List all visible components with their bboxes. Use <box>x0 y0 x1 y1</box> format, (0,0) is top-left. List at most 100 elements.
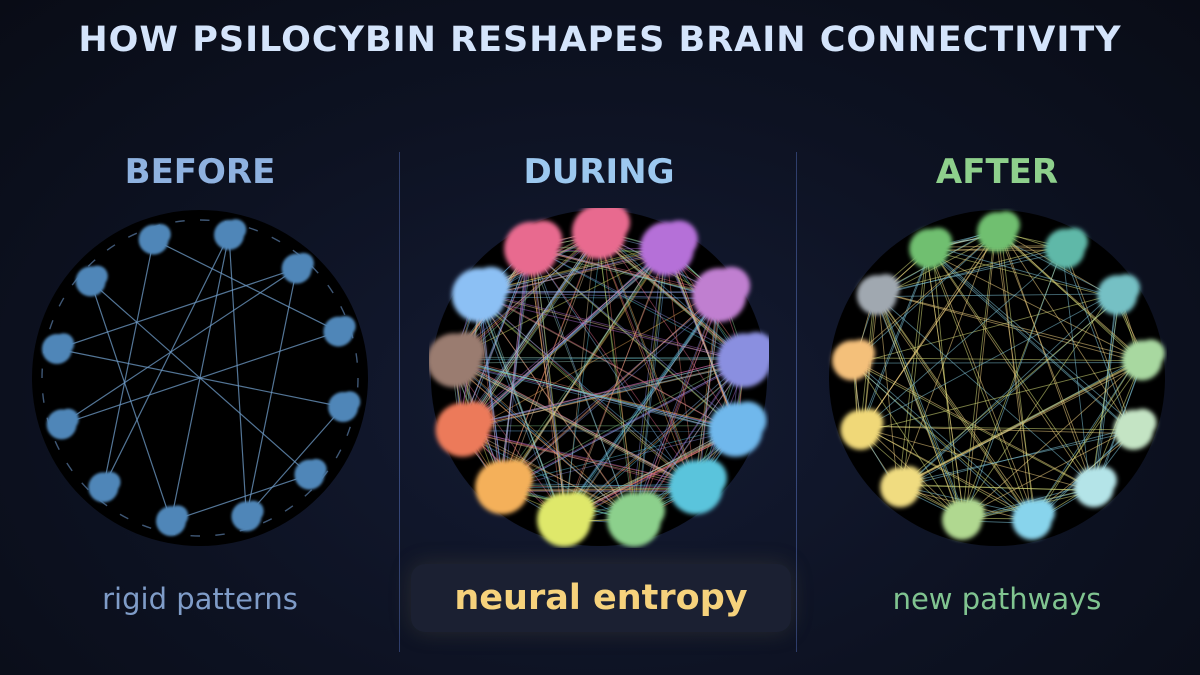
connection-line <box>855 361 1037 519</box>
connection-line <box>530 248 632 520</box>
connection-line <box>1061 248 1091 489</box>
connection-line <box>475 292 699 491</box>
connection-line <box>601 229 698 485</box>
connection-line <box>563 249 669 518</box>
rim-segment <box>127 232 138 238</box>
connection-line <box>461 363 744 430</box>
connection-line <box>534 250 569 524</box>
connection-line <box>504 244 665 489</box>
connection-line <box>459 250 534 431</box>
brain-region-node <box>668 458 727 515</box>
connection-line <box>902 245 930 489</box>
connection-line <box>564 298 718 521</box>
brain-region-node <box>880 466 924 508</box>
connection-line <box>503 246 664 492</box>
connection-line <box>475 297 561 520</box>
panel-divider-left <box>399 152 400 652</box>
connection-line <box>531 250 699 485</box>
connection-line <box>461 249 667 427</box>
connection-line <box>479 291 736 433</box>
connection-line <box>500 425 736 486</box>
connection-line <box>855 231 998 361</box>
connection-line <box>504 293 718 488</box>
rim-segment <box>248 227 259 232</box>
connection-line <box>599 229 698 489</box>
connection-line <box>560 296 722 518</box>
connection-line <box>450 362 634 521</box>
connection-line <box>861 247 933 429</box>
brain-region-node <box>75 265 108 297</box>
connection-line <box>531 249 693 490</box>
rim-segment <box>271 236 281 243</box>
connection-line <box>460 233 600 432</box>
brain-region-node <box>504 220 563 276</box>
connection-line <box>498 484 698 491</box>
rim-segment <box>262 518 273 524</box>
connection-line <box>465 291 716 434</box>
connection-line <box>461 430 696 487</box>
connection-line <box>504 363 744 490</box>
brain-region-node <box>1121 339 1165 381</box>
connection-line <box>878 293 967 519</box>
connection-line <box>531 247 746 358</box>
connection-line <box>462 428 698 485</box>
connection-line <box>503 248 668 487</box>
connection-line <box>462 251 664 432</box>
connection-line <box>863 425 1134 431</box>
connection-line <box>595 234 695 491</box>
rim-segment <box>66 462 73 472</box>
connection-line <box>454 356 747 359</box>
connection-line <box>464 233 599 432</box>
brain-region-node <box>832 339 876 381</box>
connection-line <box>852 361 1092 490</box>
brain-region-node <box>1044 227 1088 269</box>
connection-line <box>526 247 568 519</box>
connection-line <box>899 483 1096 492</box>
connection-line <box>450 360 566 517</box>
connection-line <box>499 252 531 486</box>
connection-line <box>466 247 665 433</box>
connection-line <box>859 426 1094 492</box>
rim-segment <box>42 393 45 403</box>
connection-line <box>451 361 694 487</box>
brain-region-node <box>41 333 75 364</box>
connection-line <box>668 245 737 429</box>
rim-segment <box>54 440 60 451</box>
network-after <box>829 210 1165 546</box>
network-before <box>32 210 368 546</box>
connection-line <box>462 246 668 432</box>
brain-region-node <box>281 252 314 284</box>
connection-line <box>901 361 1141 487</box>
rim-segment <box>175 220 185 223</box>
connection-line <box>875 292 1031 519</box>
rim-segment <box>304 489 313 497</box>
connection-line <box>457 359 739 434</box>
rim-segment <box>335 449 342 459</box>
connection-line <box>527 252 567 521</box>
brain-region-node <box>639 220 698 276</box>
connection-line <box>530 249 568 521</box>
connection-line <box>477 295 563 518</box>
connection-line <box>475 297 694 487</box>
connection-line <box>504 245 665 489</box>
panel-heading-after: AFTER <box>935 152 1059 192</box>
connection-line <box>477 298 563 517</box>
connection-line <box>927 244 1092 489</box>
connection-line <box>482 292 748 362</box>
brain-region-node <box>942 498 986 540</box>
connection-line <box>567 293 721 520</box>
brain-region-node <box>1011 498 1055 540</box>
connection-line <box>874 295 1032 521</box>
connection-line <box>482 247 669 299</box>
caption-during: neural entropy <box>411 564 791 632</box>
brain-region-node <box>572 208 631 259</box>
connection-line <box>499 232 598 491</box>
connection-line <box>665 251 696 487</box>
connection-line <box>859 361 1139 434</box>
connection-line <box>532 246 722 300</box>
connection-line <box>476 296 505 488</box>
connection-line <box>876 294 967 521</box>
connection-line <box>451 362 631 519</box>
connection-line <box>532 247 720 293</box>
rim-segment <box>340 305 346 316</box>
